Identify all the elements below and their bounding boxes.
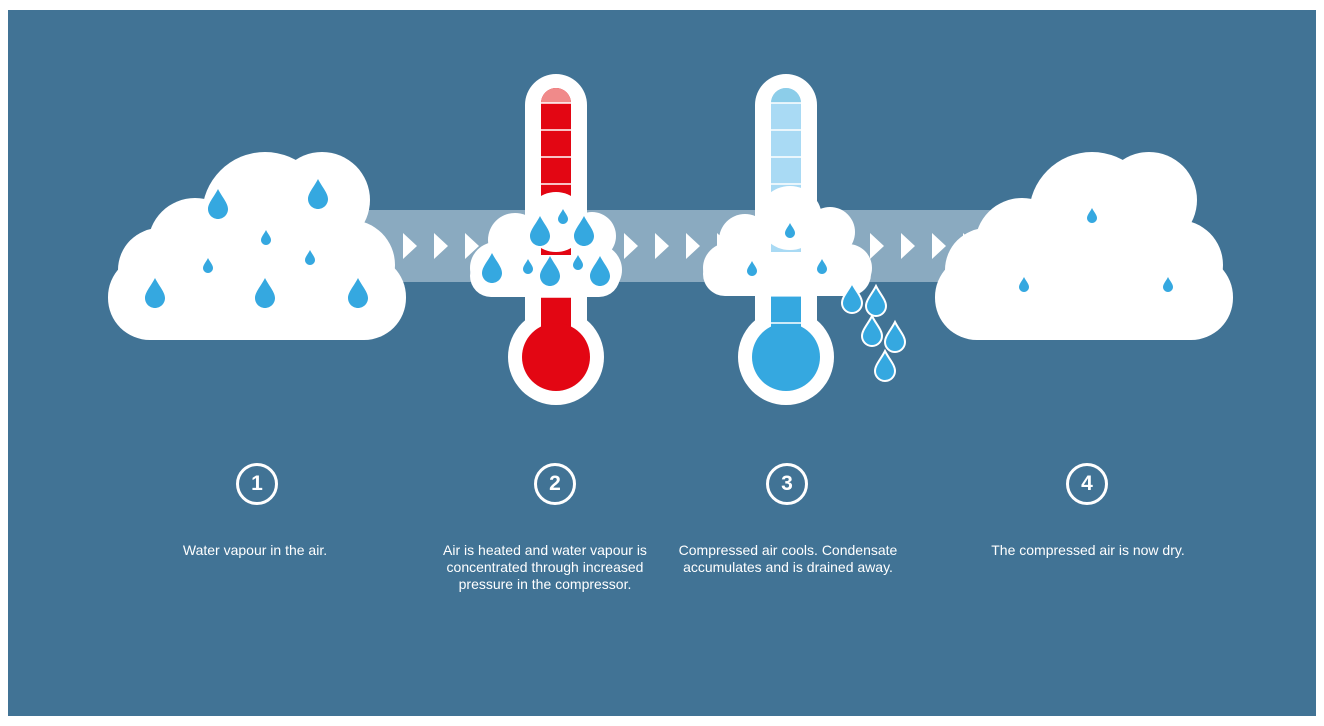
step-3-number: 3 xyxy=(766,463,808,505)
cooled-air-cloud xyxy=(703,186,872,296)
step-1-number: 1 xyxy=(236,463,278,505)
diagram-background xyxy=(8,10,1316,716)
step-4-number: 4 xyxy=(1066,463,1108,505)
step-3-caption: Compressed air cools. Condensate accumul… xyxy=(678,542,898,575)
step-1-caption: Water vapour in the air. xyxy=(182,542,328,558)
compressed-air-cloud xyxy=(470,192,622,297)
humid-air-cloud xyxy=(108,152,406,340)
dry-air-cloud xyxy=(935,152,1233,340)
step-2-caption: Air is heated and water vapour is concen… xyxy=(443,542,647,592)
condensate-drops xyxy=(841,282,906,382)
step-2-number: 2 xyxy=(534,463,576,505)
step-4-caption: The compressed air is now dry. xyxy=(991,542,1185,558)
